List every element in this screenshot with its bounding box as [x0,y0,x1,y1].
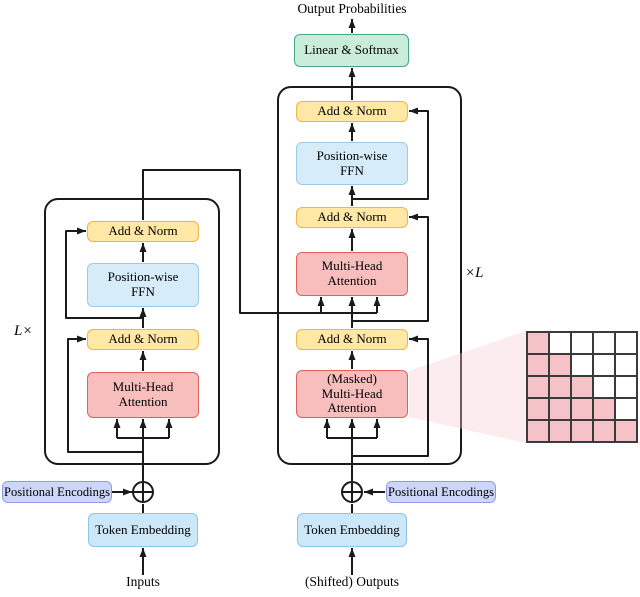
mask-cell [528,421,548,441]
mask-cell [528,399,548,419]
mask-cell [572,399,592,419]
dec-addnorm-low-box: Add & Norm [296,329,408,350]
dec-addnorm-mid-box: Add & Norm [296,207,408,228]
mask-cell [572,377,592,397]
mask-matrix [526,331,638,443]
mask-cell [594,377,614,397]
enc-addnorm-top-box: Add & Norm [87,221,199,242]
mask-cell [528,333,548,353]
dec-residual-2 [352,213,429,322]
dec-masked-attention-box: (Masked) Multi-Head Attention [296,370,408,418]
linear-softmax-box: Linear & Softmax [294,34,409,67]
decoder-repeat-label: ×L [465,265,484,281]
mask-cell [528,377,548,397]
mask-cell [528,355,548,375]
dec-ffn-box: Position-wise FFN [296,142,408,185]
mask-cell [572,333,592,353]
mask-cell [594,333,614,353]
mask-cell [572,355,592,375]
dec-residual-3 [352,107,429,200]
dec-addnorm-top-box: Add & Norm [296,101,408,122]
mask-cell [594,421,614,441]
mask-cell [550,333,570,353]
dec-residual-1 [352,335,429,457]
mask-cell [550,377,570,397]
mask-cell [616,333,636,353]
encoder-stack-outline [44,198,220,465]
encoder-repeat-label: L× [14,323,33,339]
enc-residual-2 [65,227,143,319]
output-probabilities-label: Output Probabilities [297,1,407,16]
circle-plus-icon [341,481,363,503]
mask-cell [616,355,636,375]
dec-cross-attention-box: Multi-Head Attention [296,252,408,296]
enc-attention-box: Multi-Head Attention [87,372,199,418]
mask-cell [616,377,636,397]
enc-addnorm-low-box: Add & Norm [87,329,199,350]
encoder-to-decoder-line [142,169,377,314]
enc-ffn-box: Position-wise FFN [87,263,199,307]
mask-cell [616,399,636,419]
circle-plus-icon [132,481,154,503]
mask-zoom-wedge [409,331,526,443]
mask-cell [616,421,636,441]
shifted-outputs-label: (Shifted) Outputs [304,574,400,589]
mask-cell [594,355,614,375]
posenc-left-box: Positional Encodings [2,481,112,503]
mask-cell [550,355,570,375]
posenc-right-box: Positional Encodings [386,481,496,503]
enc-residual-1 [67,335,143,453]
mask-cell [572,421,592,441]
mask-cell [550,421,570,441]
inputs-label: Inputs [126,574,160,589]
enc-token-embedding-box: Token Embedding [88,513,198,547]
decoder-stack-outline [277,86,462,465]
mask-cell [550,399,570,419]
mask-cell [594,399,614,419]
dec-token-embedding-box: Token Embedding [297,513,407,547]
